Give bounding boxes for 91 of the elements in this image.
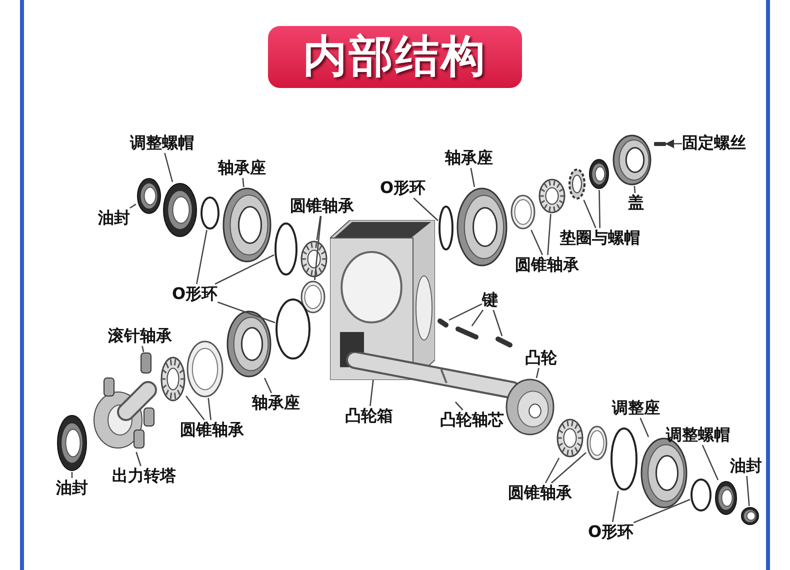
leader-line	[634, 186, 636, 194]
part-label: 圆锥轴承	[515, 255, 579, 275]
leader-line	[217, 302, 276, 324]
seal-ring-drawing	[740, 506, 760, 526]
part-label: 油封	[730, 456, 762, 476]
seal-ring-drawing	[56, 414, 88, 472]
seal-ring-drawing	[136, 177, 162, 215]
part-label: 圆锥轴承	[508, 483, 572, 503]
part-label: 油封	[56, 478, 88, 498]
screw-drawing	[654, 140, 666, 148]
roller-bearing-drawing	[538, 178, 566, 214]
leader-line	[185, 396, 205, 420]
leader-line	[196, 230, 208, 284]
roller-bearing-drawing	[160, 356, 186, 402]
leader-line	[633, 498, 690, 524]
flange-drawing	[226, 310, 272, 378]
roller-bearing-drawing	[300, 240, 328, 278]
leader-line	[530, 230, 544, 256]
leader-line	[136, 452, 142, 466]
leader-line	[544, 458, 560, 484]
o-ring-drawing	[274, 222, 298, 276]
part-label: 圆锥轴承	[290, 196, 354, 216]
bearing-ring-drawing	[586, 425, 608, 461]
leader-line	[536, 368, 540, 378]
key-pin-drawing	[495, 336, 513, 348]
part-label: 盖	[628, 193, 644, 213]
part-label: 固定螺丝	[682, 133, 746, 153]
part-label: 油封	[98, 208, 130, 228]
leader-line	[547, 214, 552, 256]
o-ring-drawing	[200, 196, 220, 230]
nut-ring-drawing	[714, 480, 738, 516]
cam-drawing	[505, 378, 555, 436]
leader-line	[640, 418, 650, 438]
o-ring-drawing	[438, 205, 454, 251]
leader-line	[612, 490, 619, 522]
leader-line	[492, 310, 503, 336]
cover-drawing	[612, 134, 652, 186]
o-ring-drawing	[610, 427, 638, 491]
part-label: O形环	[380, 178, 426, 198]
part-label: 垫圈与螺帽	[560, 228, 640, 248]
leader-line	[214, 254, 274, 285]
leader-line	[130, 204, 136, 209]
housing-drawing	[330, 220, 435, 380]
part-label: 滚针轴承	[108, 326, 172, 346]
part-label: 凸轮箱	[345, 406, 393, 426]
leader-line	[598, 190, 600, 228]
part-label: 调整螺帽	[666, 425, 730, 445]
leader-line	[242, 178, 244, 188]
leader-line	[454, 402, 464, 410]
leader-line	[665, 139, 682, 148]
title-banner: 内部结构	[268, 26, 522, 88]
leader-line	[71, 472, 73, 478]
roller-bearing-drawing	[556, 418, 584, 458]
leader-line	[208, 398, 212, 420]
washer-drawing	[568, 168, 586, 200]
nut-ring-drawing	[162, 182, 198, 238]
bearing-ring-drawing	[510, 194, 536, 230]
key-pin-drawing	[437, 318, 449, 328]
part-label: 凸轮	[525, 348, 557, 368]
leader-line	[550, 452, 586, 484]
key-pin-drawing	[455, 326, 479, 340]
part-label: 调整螺帽	[130, 133, 194, 153]
part-label: 出力转塔	[112, 466, 176, 486]
leader-line	[316, 216, 322, 240]
bolt-drawing	[140, 352, 152, 374]
nut-ring-drawing	[588, 158, 610, 190]
leader-line	[702, 444, 719, 480]
leader-line	[448, 303, 482, 321]
bearing-ring-drawing	[300, 280, 326, 314]
part-label: 轴承座	[445, 148, 493, 168]
o-ring-drawing	[690, 478, 712, 512]
leader-line	[471, 310, 484, 326]
leader-line	[164, 152, 174, 182]
leader-line	[264, 378, 272, 394]
part-label: 轴承座	[252, 393, 300, 413]
leader-line	[746, 476, 750, 506]
o-ring-drawing	[275, 298, 311, 360]
part-label: O形环	[172, 284, 218, 304]
part-label: 凸轮轴芯	[440, 410, 504, 430]
leader-line	[470, 168, 476, 188]
leader-line	[142, 346, 144, 352]
part-label: 调整座	[612, 398, 660, 418]
flange-drawing	[456, 187, 508, 267]
part-label: 轴承座	[218, 158, 266, 178]
part-label: 键	[482, 290, 498, 310]
part-label: 圆锥轴承	[180, 420, 244, 440]
leader-line	[370, 380, 374, 406]
bearing-ring-drawing	[186, 340, 224, 398]
flange-drawing	[222, 187, 272, 263]
leader-line	[583, 200, 596, 228]
part-label: O形环	[588, 522, 634, 542]
